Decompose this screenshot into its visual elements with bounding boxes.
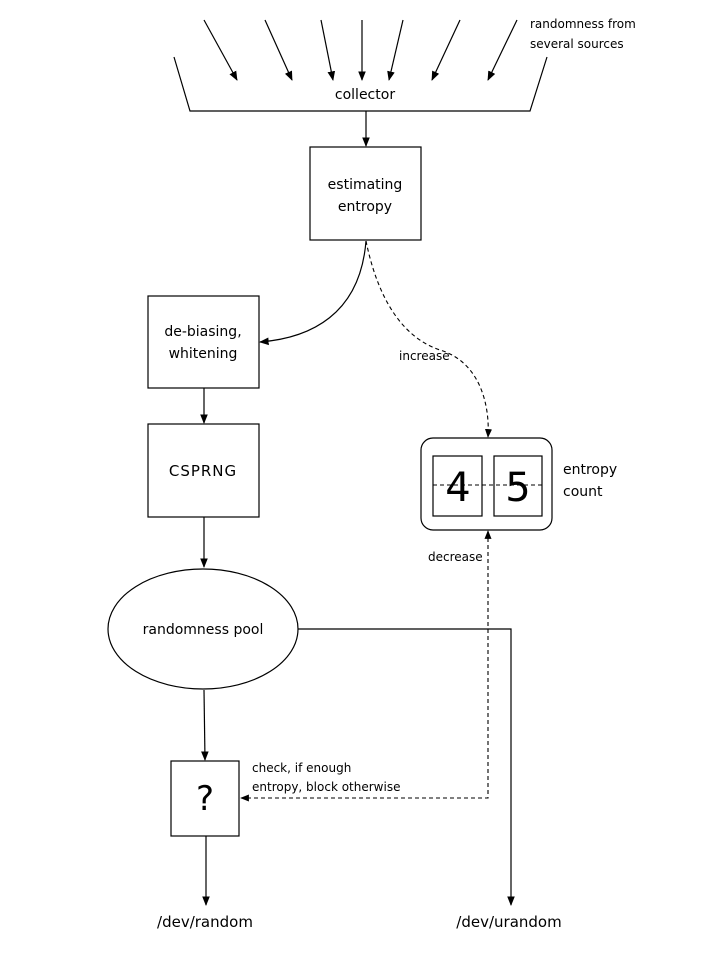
dev-urandom-label: /dev/urandom [456,913,561,931]
check-label-line1: check, if enough [252,761,351,775]
arrow-pool-to-gate [201,689,209,761]
arrow-increase [365,240,493,438]
debiasing-label-line2: whitening [169,346,238,362]
entropy-count-label-line1: entropy [563,462,617,478]
sources-label-line1: randomness from [530,17,636,31]
sources-label-line2: several sources [530,37,624,51]
dev-random-label: /dev/random [157,913,253,931]
decrease-label: decrease [428,550,483,564]
gate-box [170,760,240,837]
entropy-digit-tens: 4 [445,465,470,511]
debiasing-box [147,295,260,389]
arrow-decrease [240,530,492,802]
entropy-digit-ones-panel [493,455,543,517]
collector-funnel [173,56,548,112]
check-label-line2: entropy, block otherwise [252,780,400,794]
arrow-estimating-to-debiasing [259,240,367,346]
source-arrows [203,19,518,81]
increase-label: increase [399,349,450,363]
csprng-box [147,423,260,518]
csprng-label: CSPRNG [169,462,237,480]
estimating-label-line1: estimating [328,177,403,193]
entropy-digit-ones: 5 [505,465,530,511]
estimating-label-line2: entropy [338,199,392,215]
gate-question-mark: ? [196,779,214,819]
estimating-entropy-box [309,146,422,241]
collector-label: collector [335,87,395,103]
debiasing-label-line1: de-biasing, [164,324,241,340]
entropy-digit-tens-panel [432,455,483,517]
entropy-count-label-line2: count [563,484,603,500]
randomness-pool-label: randomness pool [143,622,264,638]
